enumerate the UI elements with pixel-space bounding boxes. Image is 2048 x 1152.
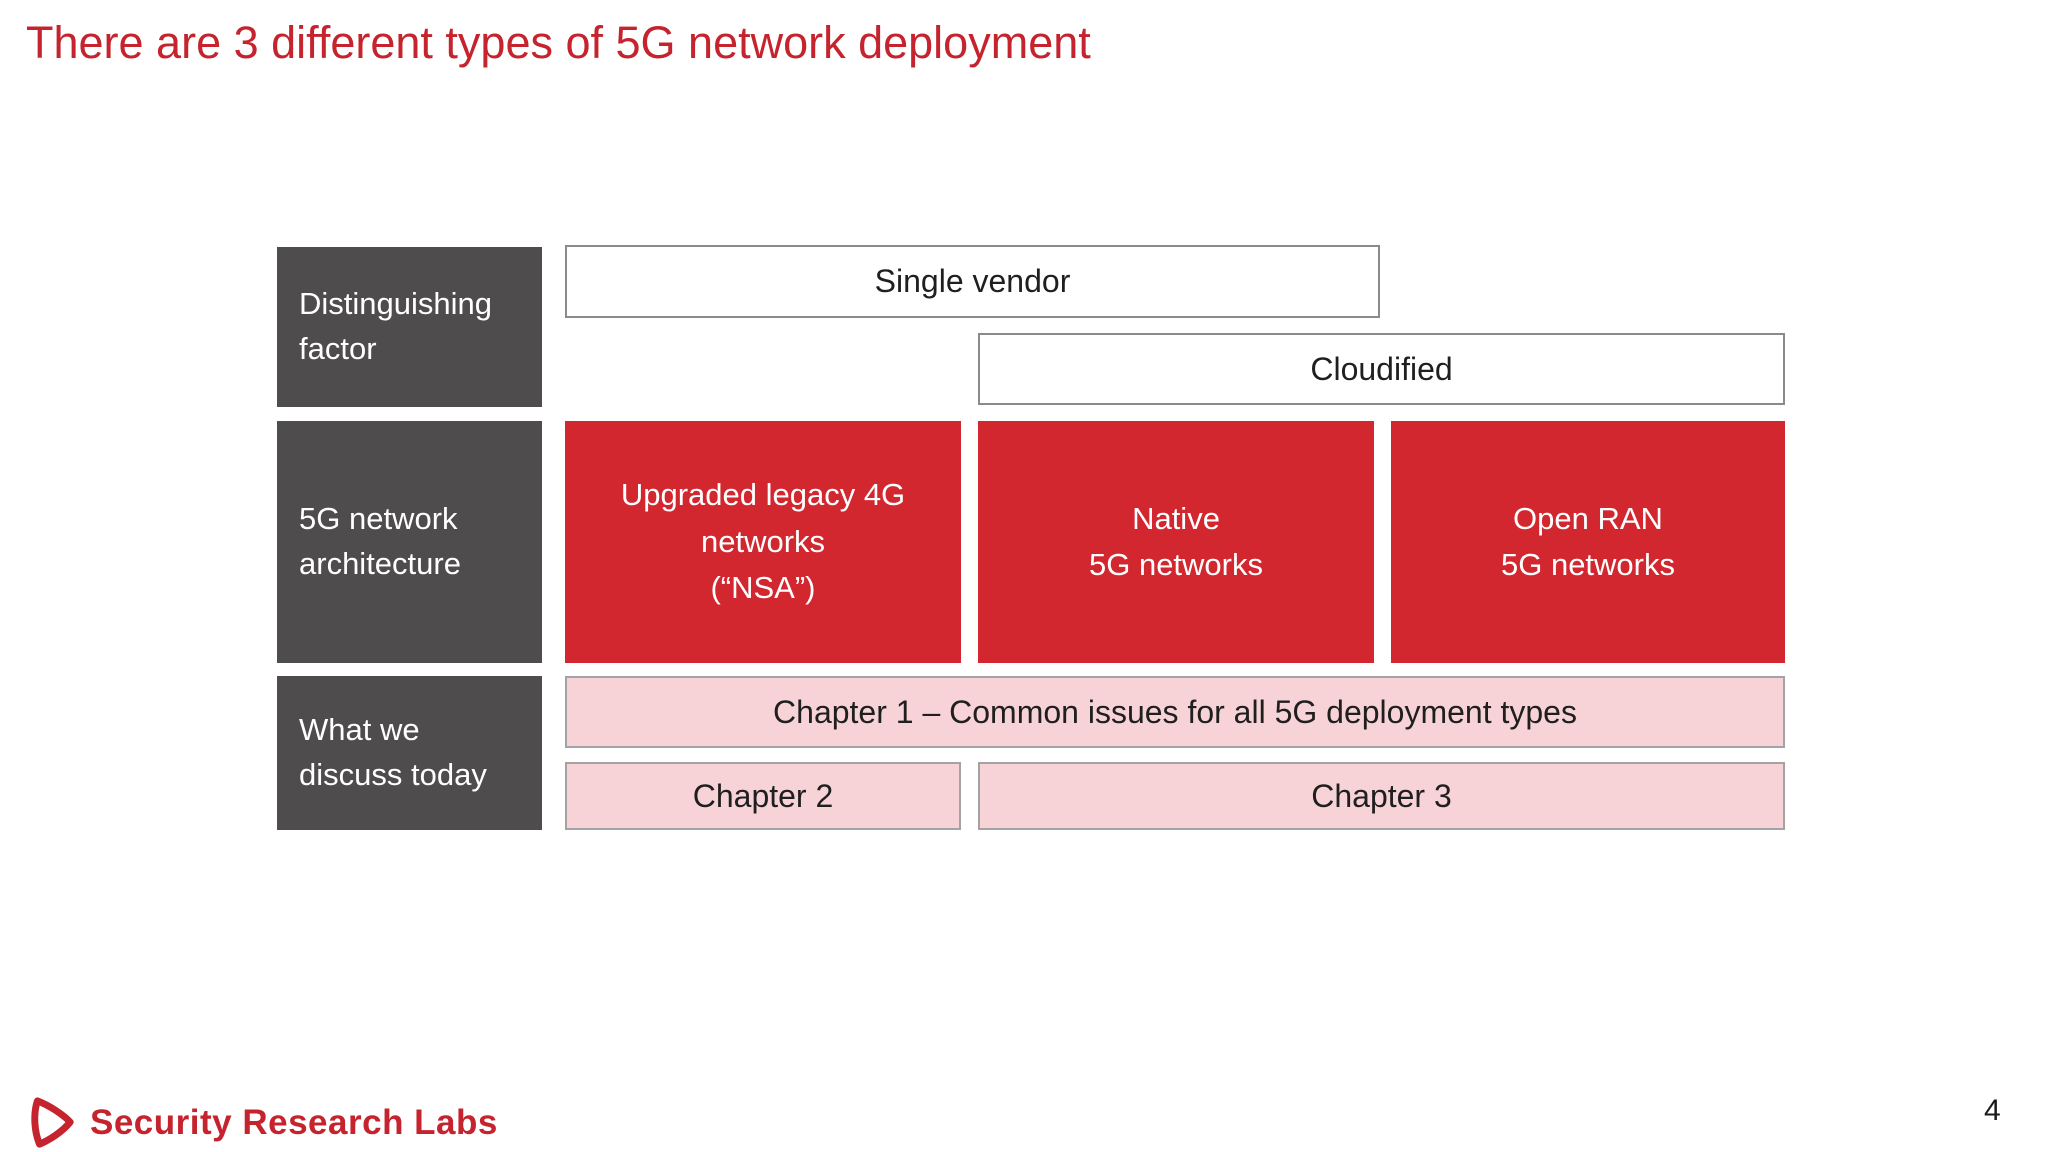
row-header-line: Distinguishing	[299, 286, 492, 322]
chapter-label: Chapter 1 – Common issues for all 5G dep…	[773, 693, 1577, 730]
architecture-label-line: networks	[700, 523, 826, 559]
row-header-distinguishing-factor: Distinguishing factor	[277, 247, 542, 407]
architecture-label-line: 5G networks	[1088, 547, 1263, 582]
play-triangle-icon	[24, 1092, 76, 1152]
factor-label: Single vendor	[874, 263, 1071, 299]
row-header-line: architecture	[299, 546, 461, 581]
architecture-label-line: Native	[1132, 500, 1220, 536]
row-header-what-we-discuss-today: What we discuss today	[277, 676, 542, 830]
factor-label: Cloudified	[1310, 350, 1453, 387]
row-header-line: What we	[299, 712, 420, 748]
slide-title: There are 3 different types of 5G networ…	[26, 17, 1091, 68]
factor-box-single-vendor: Single vendor	[565, 245, 1380, 318]
page-number: 4	[1984, 1094, 2001, 1127]
architecture-label-line: 5G networks	[1500, 547, 1675, 582]
architecture-box-nsa: Upgraded legacy 4G networks (“NSA”)	[565, 421, 961, 663]
architecture-box-native-5g: Native 5G networks	[978, 421, 1374, 663]
architecture-label-line: (“NSA”)	[710, 570, 816, 606]
row-header-line: 5G network	[299, 501, 458, 537]
chapter-label: Chapter 3	[1311, 777, 1452, 814]
chapter-box-1: Chapter 1 – Common issues for all 5G dep…	[565, 676, 1785, 748]
row-header-line: discuss today	[299, 757, 487, 792]
factor-box-cloudified: Cloudified	[978, 333, 1785, 405]
chapter-label: Chapter 2	[692, 777, 834, 814]
chapter-box-2: Chapter 2	[565, 762, 961, 830]
footer-brand-text: Security Research Labs	[90, 1102, 498, 1142]
footer-brand: Security Research Labs	[24, 1092, 498, 1152]
chapter-box-3: Chapter 3	[978, 762, 1785, 830]
row-header-5g-network-architecture: 5G network architecture	[277, 421, 542, 663]
architecture-box-open-ran: Open RAN 5G networks	[1391, 421, 1785, 663]
architecture-label-line: Open RAN	[1513, 500, 1663, 536]
row-header-line: factor	[299, 331, 377, 366]
architecture-label-line: Upgraded legacy 4G	[620, 477, 906, 513]
